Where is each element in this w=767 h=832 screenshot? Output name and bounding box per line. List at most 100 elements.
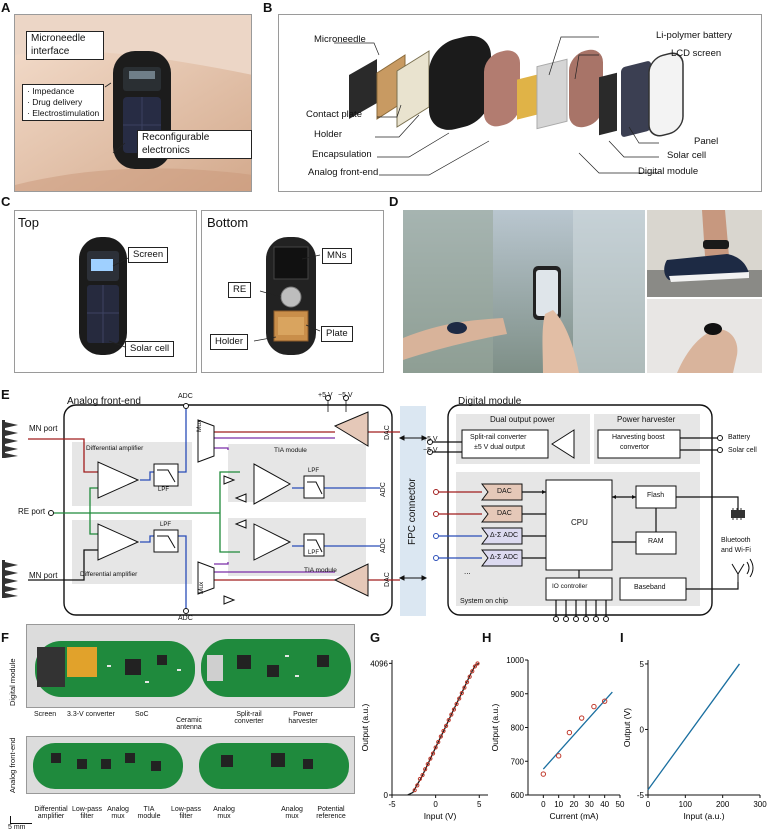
function-item: · Drug delivery bbox=[27, 97, 83, 108]
diff-amp-bottom bbox=[97, 523, 140, 561]
data-point bbox=[540, 771, 547, 777]
data-point bbox=[449, 712, 454, 717]
lpf-label-1: LPF bbox=[158, 487, 170, 493]
adc-label-right-1: ADC bbox=[380, 482, 387, 497]
lpf-diff-top bbox=[153, 463, 179, 487]
digital-pcb-illustration bbox=[35, 639, 351, 697]
dac-label-right-top: DAC bbox=[384, 425, 391, 440]
ds-adc-top bbox=[481, 527, 523, 545]
wire-mn-top bbox=[28, 438, 98, 473]
x-tick-label: 0 bbox=[646, 800, 651, 809]
label-solar-cell: Solar cell bbox=[667, 150, 707, 161]
data-point bbox=[412, 788, 417, 793]
re-port-label: RE port bbox=[18, 507, 46, 516]
data-point bbox=[417, 776, 423, 782]
dac-digital-top bbox=[481, 483, 523, 501]
f-label-harvester: Power harvester bbox=[288, 711, 318, 726]
data-point bbox=[441, 728, 446, 734]
data-point bbox=[451, 707, 457, 712]
panel-b-exploded-view bbox=[278, 14, 762, 192]
x-axis-label: Input (a.u.) bbox=[683, 811, 724, 821]
supply-neg-label: −5 V bbox=[338, 392, 353, 399]
panel-d-phone-photo bbox=[403, 210, 645, 373]
harvester-box bbox=[597, 429, 681, 459]
x-tick-label: 100 bbox=[679, 800, 693, 809]
label-lcd-screen: LCD screen bbox=[671, 48, 722, 59]
panel-letter-f: F bbox=[1, 630, 9, 645]
fpc-connector-bar bbox=[400, 406, 426, 616]
lpf-label-4: LPF bbox=[308, 550, 320, 556]
bluetooth-line1: Bluetooth bbox=[721, 537, 751, 544]
wire-re bbox=[52, 471, 240, 553]
digital-module-title: Digital module bbox=[458, 396, 522, 407]
f-label-mux-1: Analog mux bbox=[107, 806, 129, 821]
series-line bbox=[647, 663, 740, 791]
x-axis-label: Current (mA) bbox=[549, 811, 598, 821]
mux-top-label: Mux bbox=[196, 419, 203, 432]
panel-e-system-diagram bbox=[2, 395, 754, 622]
f-label-lpf-1: Low-pass filter bbox=[72, 806, 102, 821]
data-point bbox=[446, 718, 451, 723]
cpu-box bbox=[545, 479, 613, 571]
baseband-label: Baseband bbox=[634, 584, 666, 591]
digital-module-photo bbox=[26, 624, 355, 708]
y-tick-label: 5 bbox=[640, 660, 645, 669]
mn-port-electrode-bottom bbox=[2, 560, 18, 598]
wire-mux-top bbox=[214, 437, 335, 450]
holder-callout: Holder bbox=[210, 334, 248, 350]
x-tick-label: 200 bbox=[716, 800, 730, 809]
data-point bbox=[428, 756, 433, 761]
bottom-title: Bottom bbox=[207, 215, 249, 230]
panel-d-ankle-photo bbox=[647, 210, 762, 297]
dac-digital-label-2: DAC bbox=[497, 510, 512, 517]
f-label-tia: TIA module bbox=[137, 806, 161, 821]
label-holder: Holder bbox=[314, 129, 342, 140]
mn-port-top-label: MN port bbox=[29, 424, 58, 433]
device-top-view bbox=[79, 237, 131, 355]
y-tick-label: 1000 bbox=[506, 656, 524, 665]
lpf-diff-bottom bbox=[153, 529, 179, 553]
f-label-33v: 3.3-V converter bbox=[67, 711, 115, 718]
hand-wear-photo bbox=[647, 299, 762, 373]
mux-bottom bbox=[197, 561, 215, 595]
f-label-mux-3: Analog mux bbox=[281, 806, 303, 821]
analog-front-end-side-label: Analog front-end bbox=[8, 737, 17, 793]
lcd-screen-layer bbox=[599, 72, 617, 136]
exploded-device-illustration bbox=[334, 35, 684, 176]
diff-amp-top-label: Differential amplifier bbox=[86, 445, 144, 452]
analog-front-end-board bbox=[484, 50, 520, 127]
plate-callout: Plate bbox=[321, 326, 353, 342]
top-title: Top bbox=[18, 215, 39, 230]
battery-layer bbox=[517, 74, 537, 120]
io-controller-label: IO controller bbox=[552, 583, 588, 590]
scale-bar bbox=[10, 823, 32, 824]
adc-ellipsis: ... bbox=[464, 567, 471, 576]
scale-bar-label: 5 mm bbox=[8, 824, 26, 831]
f-label-diff-amp: Differential amplifier bbox=[34, 806, 68, 821]
wire-mux-bottom bbox=[214, 562, 335, 573]
adc-label-right-2: ADC bbox=[380, 538, 387, 553]
mn-port-bottom-label: MN port bbox=[29, 571, 58, 580]
analog-front-end-photo bbox=[26, 736, 355, 794]
digital-module-side-label: Digital module bbox=[8, 658, 17, 706]
label-encapsulation: Encapsulation bbox=[312, 149, 372, 160]
x-tick-label: 40 bbox=[600, 800, 609, 809]
data-point bbox=[438, 734, 443, 739]
tia-amp-top bbox=[253, 463, 292, 505]
panel-letter-c: C bbox=[1, 194, 11, 209]
supply-pos-label: +5 V bbox=[318, 392, 333, 399]
dac-label-right-bottom: DAC bbox=[384, 572, 391, 587]
panel-layer bbox=[648, 52, 684, 137]
solar-cell-label: Solar cell bbox=[728, 447, 757, 454]
label-analog-front-end: Analog front-end bbox=[308, 167, 379, 178]
power-harvester-label: Power harvester bbox=[617, 415, 676, 424]
ankle-wear-photo bbox=[647, 210, 762, 297]
antenna-icon bbox=[731, 558, 754, 584]
data-point bbox=[459, 691, 464, 696]
panel-letter-d: D bbox=[389, 194, 399, 209]
splitrail-line1: Split-rail converter bbox=[470, 434, 527, 441]
diff-amp-top bbox=[97, 461, 140, 499]
panel-letter-e: E bbox=[1, 387, 10, 402]
data-point bbox=[591, 703, 597, 710]
